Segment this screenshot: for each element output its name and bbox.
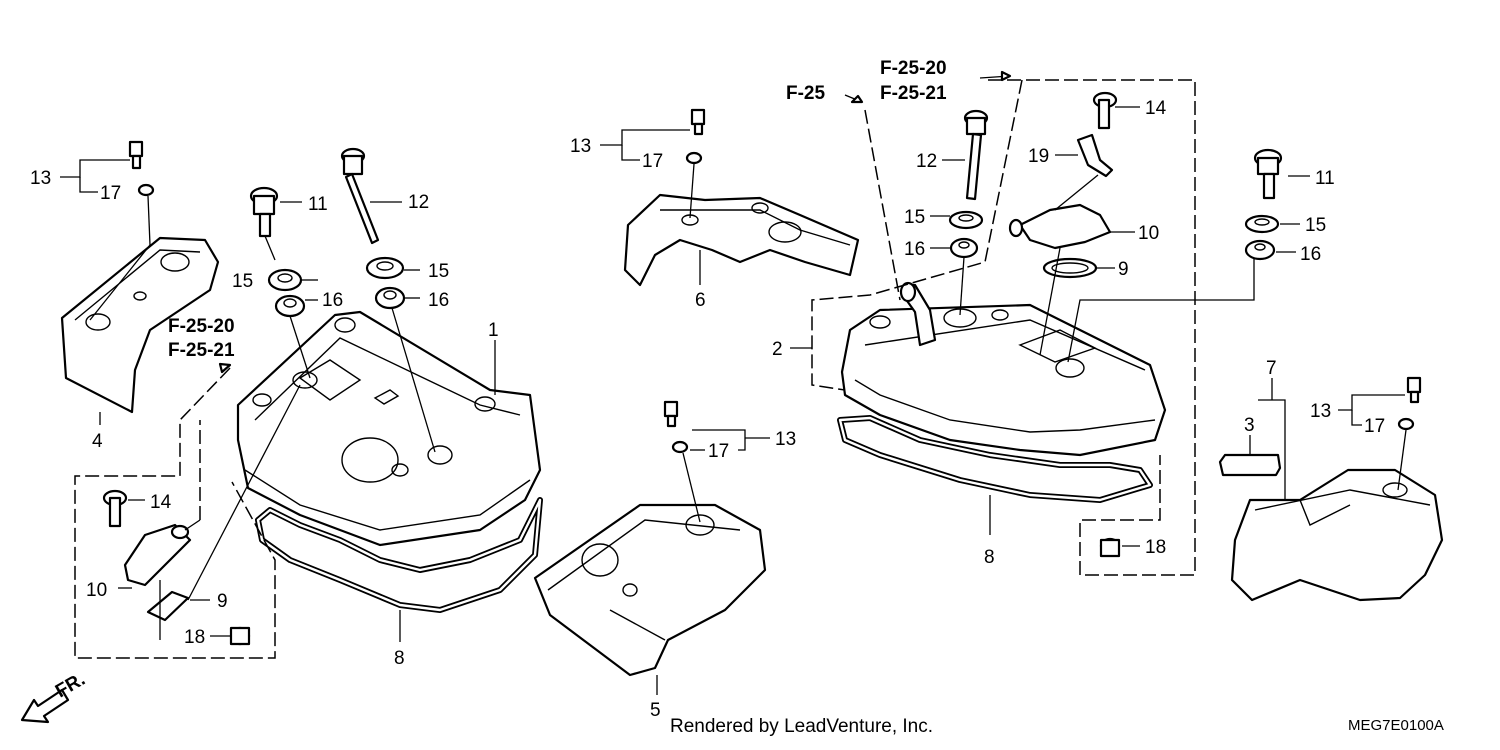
cover-6 bbox=[623, 193, 860, 287]
bolt-11-left bbox=[249, 186, 279, 261]
callout-3: 3 bbox=[1244, 415, 1255, 436]
callout-15: 15 bbox=[904, 207, 925, 228]
breather-left bbox=[102, 384, 301, 646]
dashed-group-right bbox=[811, 79, 1196, 576]
callout-9: 9 bbox=[1118, 259, 1129, 280]
callout-8: 8 bbox=[394, 648, 405, 669]
breather-right bbox=[1008, 91, 1140, 356]
callout-14: 14 bbox=[1145, 98, 1167, 119]
ref-f-25: F-25 bbox=[786, 83, 826, 104]
reference-labels: F-25-20 F-25-21 F-25-20 F-25-21 F-25 bbox=[168, 58, 947, 361]
ref-f-25-20-right: F-25-20 bbox=[880, 58, 947, 79]
callout-16: 16 bbox=[322, 290, 343, 311]
callout-17: 17 bbox=[708, 441, 729, 462]
bolt-13-left bbox=[89, 140, 155, 321]
bolt-13-right bbox=[1338, 376, 1422, 491]
callout-16: 16 bbox=[1300, 244, 1321, 265]
callout-16: 16 bbox=[428, 290, 449, 311]
front-direction-arrow: FR. bbox=[20, 669, 89, 724]
cover-7 bbox=[1230, 468, 1444, 602]
bolt-13-center bbox=[656, 400, 770, 695]
callout-17: 17 bbox=[1364, 416, 1385, 437]
head-cover-2 bbox=[840, 281, 1167, 457]
callout-8: 8 bbox=[984, 547, 995, 568]
callout-numbers: 13 17 4 11 12 15 16 15 16 1 14 10 9 18 8… bbox=[30, 98, 1385, 721]
callout-15: 15 bbox=[232, 271, 253, 292]
dashed-group-left bbox=[74, 367, 276, 659]
callout-15: 15 bbox=[428, 261, 449, 282]
gasket-8-right bbox=[837, 415, 1153, 535]
part-3 bbox=[1218, 378, 1286, 500]
callout-2: 2 bbox=[772, 339, 783, 360]
grommets-right-center bbox=[930, 210, 984, 316]
bolt-12-left bbox=[340, 147, 380, 245]
grommets-left bbox=[267, 256, 436, 453]
leaders-left bbox=[60, 159, 496, 642]
callout-1: 1 bbox=[488, 320, 499, 341]
callout-17: 17 bbox=[100, 183, 121, 204]
callout-11: 11 bbox=[1315, 168, 1335, 189]
callout-5: 5 bbox=[650, 700, 661, 721]
diagram-code: MEG7E0100A bbox=[1348, 717, 1444, 734]
callout-16: 16 bbox=[904, 239, 925, 260]
callout-9: 9 bbox=[217, 591, 228, 612]
callout-17: 17 bbox=[642, 151, 663, 172]
callout-13: 13 bbox=[570, 136, 591, 157]
callout-7: 7 bbox=[1266, 358, 1277, 379]
gasket-8-left bbox=[255, 497, 543, 613]
callout-19: 19 bbox=[1028, 146, 1049, 167]
callout-12: 12 bbox=[916, 151, 937, 172]
bolt-12-right bbox=[942, 109, 989, 201]
ref-f-25-20-left: F-25-20 bbox=[168, 316, 235, 337]
bolt-11-right bbox=[1067, 148, 1310, 363]
callout-10: 10 bbox=[86, 580, 107, 601]
cover-4 bbox=[60, 236, 220, 414]
ref-f-25-21-left: F-25-21 bbox=[168, 340, 235, 361]
reference-arrows bbox=[218, 70, 1012, 374]
head-cover-1 bbox=[236, 310, 542, 547]
ref-f-25-21-right: F-25-21 bbox=[880, 83, 947, 104]
callout-13: 13 bbox=[30, 168, 51, 189]
callout-18: 18 bbox=[1145, 537, 1166, 558]
cover-5 bbox=[533, 503, 767, 677]
callout-4: 4 bbox=[92, 431, 103, 452]
callout-14: 14 bbox=[150, 492, 172, 513]
callout-11: 11 bbox=[308, 194, 328, 215]
callout-18: 18 bbox=[184, 627, 205, 648]
callout-13: 13 bbox=[1310, 401, 1331, 422]
bolt-13-top bbox=[600, 108, 706, 219]
callout-12: 12 bbox=[408, 192, 429, 213]
callout-6: 6 bbox=[695, 290, 706, 311]
callout-10: 10 bbox=[1138, 223, 1159, 244]
callout-15: 15 bbox=[1305, 215, 1326, 236]
footer-credit: Rendered by LeadVenture, Inc. bbox=[670, 716, 933, 737]
callout-13: 13 bbox=[775, 429, 796, 450]
